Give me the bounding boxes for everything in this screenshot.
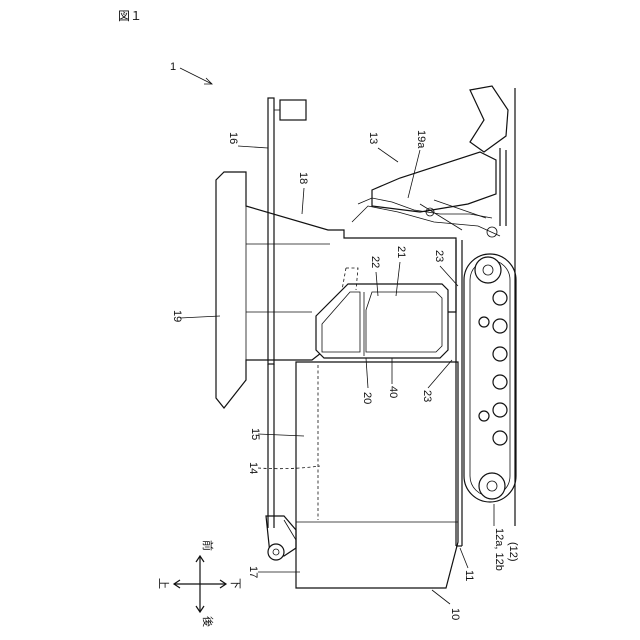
label-18: 18 — [297, 172, 309, 184]
rear-hitch — [266, 516, 296, 560]
label-1: 1 — [170, 61, 176, 73]
label-21: 21 — [395, 246, 407, 258]
discharge-auger — [268, 98, 306, 364]
cabin — [316, 268, 448, 358]
label-14: 14 — [247, 462, 259, 474]
direction-up: 上 — [157, 578, 170, 589]
label-19a: 19a — [415, 130, 427, 149]
figure-title: 図１ — [118, 9, 142, 23]
auger-lower — [258, 364, 320, 528]
label-12-paren: (12) — [507, 542, 519, 562]
label-13: 13 — [367, 132, 379, 144]
label-19: 19 — [171, 310, 183, 322]
direction-front: 前 — [201, 540, 215, 551]
reaper-section — [352, 86, 508, 237]
label-23-top: 23 — [433, 250, 445, 262]
label-17: 17 — [247, 566, 259, 578]
machine-frame — [456, 240, 462, 546]
label-12: 12a, 12b — [493, 528, 505, 571]
direction-indicator — [174, 556, 226, 612]
label-40: 40 — [387, 386, 399, 398]
label-23-bottom: 23 — [421, 390, 433, 402]
label-16: 16 — [227, 132, 239, 144]
direction-rear: 後 — [201, 616, 215, 627]
label-22: 22 — [369, 256, 381, 268]
label-20: 20 — [361, 392, 373, 404]
direction-down: 下 — [229, 578, 241, 589]
label-11: 11 — [463, 570, 475, 581]
label-10: 10 — [449, 608, 461, 620]
crawler-track — [464, 254, 516, 502]
